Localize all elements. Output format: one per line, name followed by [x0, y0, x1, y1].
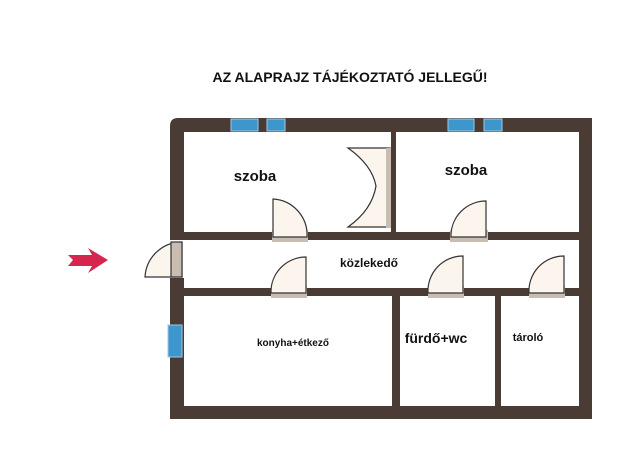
window	[167, 324, 183, 358]
walls	[170, 118, 592, 419]
window	[266, 118, 286, 132]
room-label-szoba-1: szoba	[234, 168, 277, 185]
window	[447, 118, 475, 132]
room-label-szoba-2: szoba	[445, 162, 488, 179]
room-label-storage: tároló	[513, 332, 544, 344]
entrance-arrow-icon	[68, 248, 108, 273]
window	[483, 118, 503, 132]
doors	[144, 147, 565, 298]
disclaimer-title: AZ ALAPRAJZ TÁJÉKOZTATÓ JELLEGŰ!	[212, 68, 487, 85]
room-label-kitchen: konyha+étkező	[257, 338, 329, 349]
room-label-bathroom: fürdő+wc	[405, 330, 468, 346]
windows	[167, 118, 503, 358]
room-label-corridor: közlekedő	[340, 256, 398, 270]
window	[230, 118, 259, 132]
